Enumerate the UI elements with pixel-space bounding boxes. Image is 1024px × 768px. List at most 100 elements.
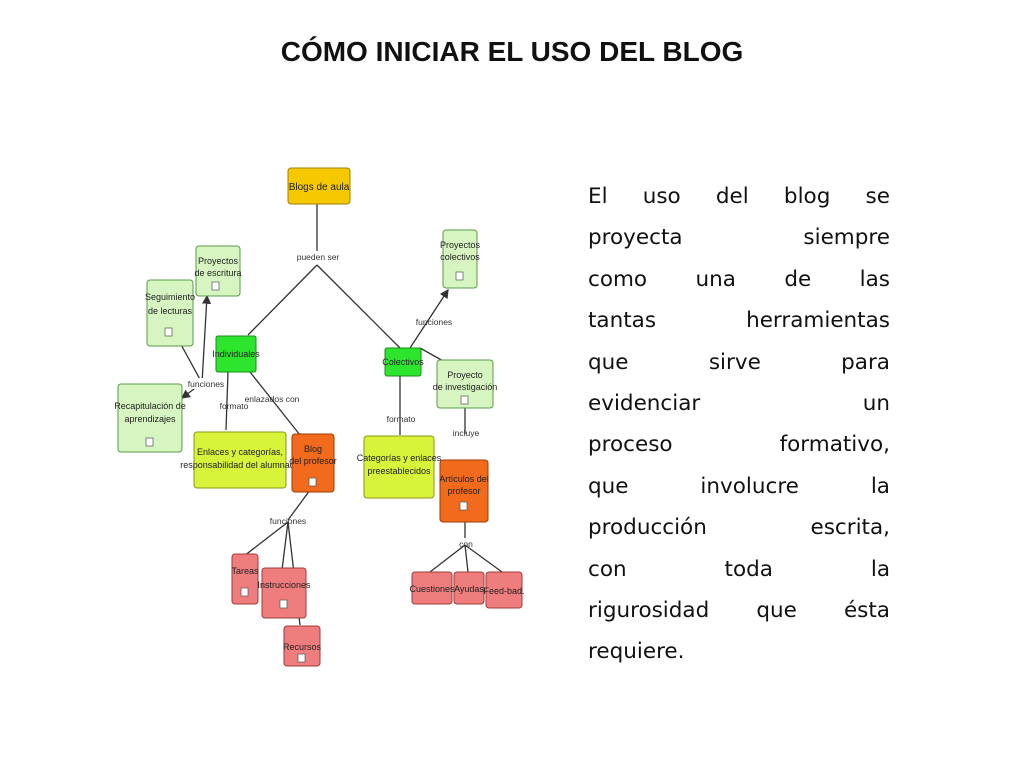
body-line: proceso formativo, bbox=[588, 424, 890, 465]
node-label: Feed-bad. bbox=[483, 586, 524, 596]
node-feedback: Feed-bad. bbox=[483, 571, 525, 609]
node-label: preestablecidos bbox=[367, 466, 431, 476]
body-word: las bbox=[859, 266, 890, 292]
body-word: requiere. bbox=[588, 639, 685, 665]
body-line: requiere. bbox=[588, 631, 890, 672]
document-icon bbox=[279, 599, 288, 609]
node-label: Proyectos bbox=[440, 240, 481, 250]
link-label-pueden-ser: pueden ser bbox=[297, 252, 340, 262]
node-label: Cuestiones bbox=[409, 584, 455, 594]
link-label-funciones-left: funciones bbox=[188, 379, 224, 389]
node-label: de investigación bbox=[433, 382, 498, 392]
node-label: responsabilidad del alumnado bbox=[180, 460, 300, 470]
body-word: la bbox=[870, 473, 890, 499]
node-label: del profesor bbox=[289, 456, 337, 466]
link-label-con: con bbox=[459, 539, 473, 549]
body-word: escrita, bbox=[810, 515, 890, 541]
body-line: rigurosidad que ésta bbox=[588, 590, 890, 631]
body-word: de bbox=[784, 266, 812, 292]
body-line: producción escrita, bbox=[588, 507, 890, 548]
node-colectivos: Colectivos bbox=[382, 347, 424, 377]
node-label: Recursos bbox=[283, 642, 322, 652]
document-icon bbox=[164, 327, 173, 337]
link-label-enlazados-con: enlazados con bbox=[245, 394, 300, 404]
body-word: evidenciar bbox=[588, 391, 701, 417]
link-label-incluye: incluye bbox=[453, 428, 480, 438]
node-label: Proyectos bbox=[198, 256, 239, 266]
body-word: herramientas bbox=[746, 308, 890, 334]
body-word: sirve bbox=[708, 349, 761, 375]
link-label-formato-left: formato bbox=[220, 401, 249, 411]
node-blogs-de-aula: Blogs de aula bbox=[287, 167, 351, 205]
link-label-funciones-right: funciones bbox=[416, 317, 452, 327]
body-word: ésta bbox=[843, 598, 890, 624]
node-tareas: Tareas bbox=[231, 553, 259, 605]
concept-map-diagram: pueden ser funciones formato enlazados c… bbox=[114, 167, 525, 667]
node-ayudas: Ayudas bbox=[453, 571, 485, 605]
body-word: uso bbox=[642, 184, 681, 209]
body-word: involucre bbox=[700, 473, 799, 499]
node-label: Artículos del bbox=[439, 474, 489, 484]
body-word: toda bbox=[724, 556, 773, 582]
node-recursos: Recursos bbox=[283, 625, 322, 667]
link-label-formato-right: formato bbox=[387, 414, 416, 424]
body-word: que bbox=[756, 598, 797, 624]
body-word: formativo, bbox=[779, 432, 890, 458]
body-word: una bbox=[695, 266, 736, 292]
node-label: Proyecto bbox=[447, 370, 483, 380]
body-word: blog bbox=[783, 184, 831, 209]
body-word: que bbox=[588, 473, 629, 499]
body-word: rigurosidad bbox=[588, 598, 710, 624]
node-label: Enlaces y categorías, bbox=[197, 447, 283, 457]
body-word: El bbox=[588, 184, 608, 209]
node-individuales: Individuales bbox=[212, 335, 260, 373]
node-label: Colectivos bbox=[382, 357, 424, 367]
node-proyecto-investigacion: Proyecto de investigación bbox=[433, 359, 498, 409]
node-categorias-enlaces: Categorías y enlaces preestablecidos bbox=[357, 435, 442, 499]
slide-title: CÓMO INICIAR EL USO DEL BLOG bbox=[280, 36, 744, 67]
node-label: de escritura bbox=[194, 268, 241, 278]
body-word: proceso bbox=[588, 432, 673, 458]
body-line: tantas herramientas bbox=[588, 300, 890, 341]
node-label: aprendizajes bbox=[124, 414, 176, 424]
body-word: se bbox=[865, 184, 890, 209]
node-label: de lecturas bbox=[148, 306, 193, 316]
body-word: proyecta bbox=[588, 225, 683, 251]
body-word: que bbox=[588, 349, 629, 375]
body-word: como bbox=[588, 266, 648, 292]
node-instrucciones: Instrucciones bbox=[257, 567, 311, 619]
node-label: Seguimiento bbox=[145, 292, 195, 302]
node-cuestiones: Cuestiones bbox=[409, 571, 455, 605]
link-label-funciones-bottom: funciones bbox=[270, 516, 306, 526]
body-line: proyecta siempre bbox=[588, 217, 890, 258]
body-line: como una de las bbox=[588, 259, 890, 300]
body-word: tantas bbox=[588, 308, 657, 334]
body-word: del bbox=[715, 184, 749, 209]
node-blog-profesor: Blog del profesor bbox=[289, 433, 337, 493]
node-proyectos-colectivos: Proyectos colectivos bbox=[440, 229, 481, 289]
body-line: con toda la bbox=[588, 549, 890, 590]
node-label: Tareas bbox=[231, 566, 259, 576]
document-icon bbox=[297, 653, 306, 663]
node-proyectos-escritura: Proyectos de escritura bbox=[194, 245, 242, 297]
node-recapitulacion: Recapitulación de aprendizajes bbox=[114, 383, 186, 453]
node-label: Blog bbox=[304, 444, 322, 454]
body-word: siempre bbox=[803, 225, 890, 251]
document-icon bbox=[308, 477, 317, 487]
document-icon bbox=[455, 271, 464, 281]
document-icon bbox=[240, 587, 249, 597]
document-icon bbox=[459, 501, 468, 511]
node-label: profesor bbox=[447, 486, 480, 496]
body-line: El uso del blog se bbox=[588, 176, 890, 217]
body-word: producción bbox=[588, 515, 707, 541]
body-line: que sirve para bbox=[588, 342, 890, 383]
node-label: colectivos bbox=[440, 252, 480, 262]
node-label: Instrucciones bbox=[257, 580, 311, 590]
node-label: Ayudas bbox=[454, 584, 484, 594]
document-icon bbox=[460, 395, 469, 405]
body-word: con bbox=[588, 556, 627, 582]
body-word: la bbox=[870, 556, 890, 582]
body-word: para bbox=[841, 349, 890, 375]
node-articulos-profesor: Artículos del profesor bbox=[439, 459, 489, 523]
node-enlaces-categorias: Enlaces y categorías, responsabilidad de… bbox=[180, 431, 300, 489]
